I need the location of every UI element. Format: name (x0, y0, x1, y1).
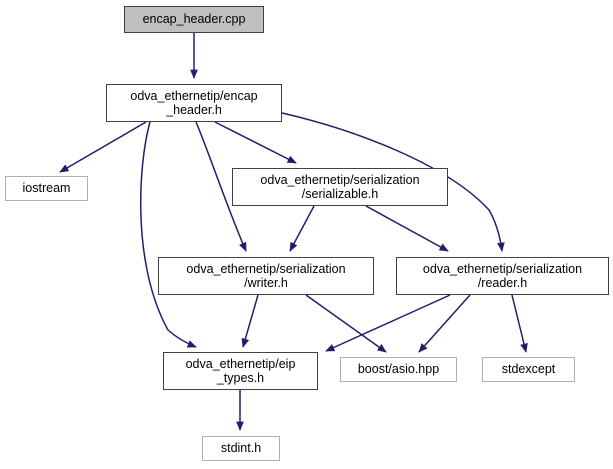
edges-group (59, 33, 528, 431)
node-label-stdint_h: stdint.h (220, 441, 262, 456)
edge-encap_header_h-to-eip_types_h (140, 121, 197, 348)
node-label-reader_h: odva_ethernetip/serialization /reader.h (422, 261, 583, 291)
node-stdexcept[interactable]: stdexcept (482, 357, 575, 382)
node-encap_header_h[interactable]: odva_ethernetip/encap _header.h (106, 84, 282, 122)
node-label-encap_header_h: odva_ethernetip/encap _header.h (130, 88, 258, 118)
edge-writer_h-to-boost_asio_hpp (305, 294, 387, 353)
node-eip_types_h[interactable]: odva_ethernetip/eip _types.h (163, 352, 318, 390)
edge-encap_header_h-to-writer_h (195, 121, 247, 252)
node-writer_h[interactable]: odva_ethernetip/serialization /writer.h (158, 257, 374, 295)
edge-serializable_h-to-writer_h (289, 205, 315, 252)
node-stdint_h[interactable]: stdint.h (202, 436, 280, 461)
node-serializable_h[interactable]: odva_ethernetip/serialization /serializa… (232, 168, 448, 206)
node-label-serializable_h: odva_ethernetip/serialization /serializa… (260, 172, 420, 202)
edge-reader_h-to-boost_asio_hpp (418, 294, 471, 353)
node-reader_h[interactable]: odva_ethernetip/serialization /reader.h (396, 257, 609, 295)
node-encap_header_cpp[interactable]: encap_header.cpp (124, 6, 264, 33)
edge-encap_header_h-to-serializable_h (214, 121, 297, 164)
edge-serializable_h-to-reader_h (365, 205, 449, 252)
edge-encap_header_h-to-reader_h (281, 112, 505, 252)
node-boost_asio_hpp[interactable]: boost/asio.hpp (340, 357, 457, 382)
node-label-writer_h: odva_ethernetip/serialization /writer.h (186, 261, 346, 291)
edge-reader_h-to-eip_types_h (325, 294, 451, 352)
edge-reader_h-to-stdexcept (511, 294, 528, 353)
edge-writer_h-to-eip_types_h (241, 294, 259, 348)
node-label-encap_header_cpp: encap_header.cpp (142, 12, 246, 27)
edge-encap_header_h-to-iostream (59, 121, 147, 173)
node-label-boost_asio_hpp: boost/asio.hpp (357, 362, 440, 377)
node-iostream[interactable]: iostream (5, 176, 88, 201)
node-label-iostream: iostream (22, 181, 71, 196)
node-label-eip_types_h: odva_ethernetip/eip _types.h (185, 356, 296, 386)
node-label-stdexcept: stdexcept (501, 362, 556, 377)
